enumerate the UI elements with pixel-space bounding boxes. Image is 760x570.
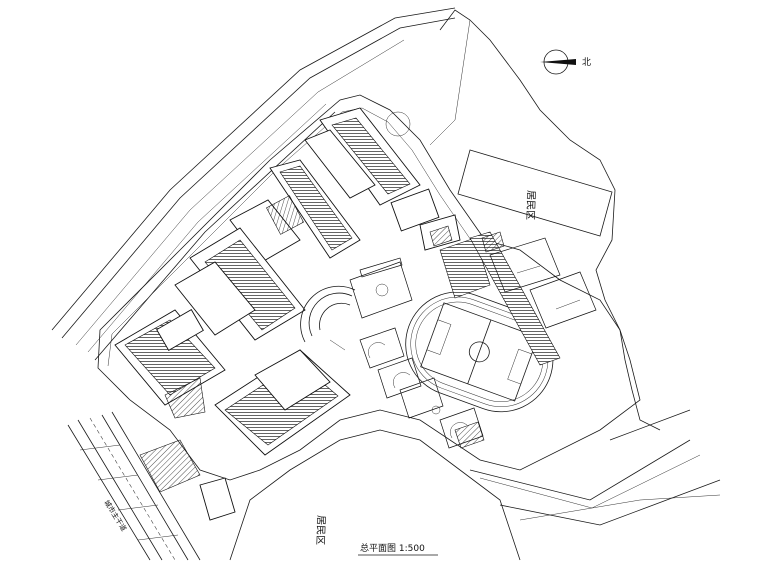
south-road: 城市主干道 <box>67 411 201 561</box>
sports-field <box>405 291 554 413</box>
terrain-boundary <box>439 9 661 431</box>
entry-gate <box>419 214 461 251</box>
stands-and-courts <box>439 231 597 366</box>
building-west <box>114 308 226 419</box>
north-arrow: 北 <box>540 49 591 75</box>
east-residential-block: 居民区 <box>457 149 613 237</box>
building-north <box>304 107 440 232</box>
central-plaza <box>300 285 356 351</box>
drawing-title-block: 总平面图 1:500 <box>358 542 438 556</box>
east-zone-label: 居民区 <box>524 190 537 220</box>
small-courts <box>349 257 485 449</box>
site-boundary <box>97 94 641 481</box>
south-zone-label: 居民区 <box>314 515 327 545</box>
north-symbol-label: 北 <box>582 57 591 68</box>
building-center <box>174 159 361 341</box>
southeast-road <box>469 409 721 526</box>
building-south <box>139 349 351 521</box>
drawing-title: 总平面图 1:500 <box>360 542 425 554</box>
south-residential-area: 居民区 <box>229 429 521 561</box>
external-road <box>51 7 456 361</box>
